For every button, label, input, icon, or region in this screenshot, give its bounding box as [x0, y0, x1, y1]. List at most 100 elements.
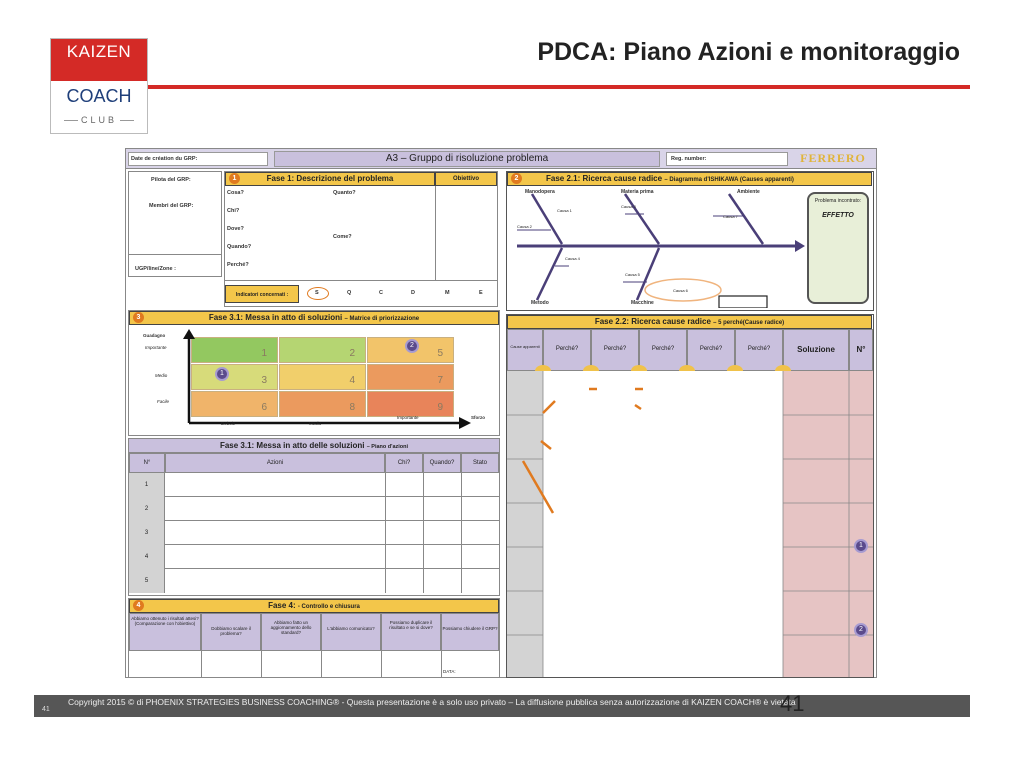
ind-e: E — [479, 290, 483, 296]
fase1-title: Fase 1: Descrizione del problema — [266, 174, 394, 183]
y-level-importante: Importante — [145, 345, 167, 350]
matrix-cell-number: 3 — [261, 375, 267, 386]
five-why-grid — [507, 365, 873, 677]
matrix-cell: 7 — [367, 364, 454, 390]
fase31-plan-subtitle: – Piano d'azioni — [366, 444, 409, 450]
fase4-col-standard: Abbiamo fatto un aggiornamento dello sta… — [261, 613, 321, 651]
fase21-number: 2 — [511, 173, 522, 184]
q-perche: Perché? — [227, 262, 249, 268]
col-numero: N° — [849, 329, 873, 371]
fase4-col-scalare: Dobbiamo scalare il problema? — [201, 613, 261, 651]
q-cosa: Cosa? — [227, 190, 244, 196]
plan-row-num: 4 — [129, 545, 165, 569]
matrix-marker-2: 2 — [405, 339, 419, 353]
title-underline — [148, 85, 970, 89]
fase4-header: 4 Fase 4: - Controllo e chiusura — [129, 599, 499, 613]
kaizen-coach-logo: KAIZEN COACH CLUB — [50, 38, 148, 134]
col-cause-apparenti: Cause apparenti — [507, 329, 543, 371]
matrix-cell: 9 — [367, 391, 454, 417]
date-label: Date de création du GRP: — [128, 152, 268, 166]
sheet-title: A3 – Gruppo di risoluzione problema — [274, 151, 660, 167]
y-level-medio: Medio — [155, 373, 168, 378]
table-row: 4 — [129, 545, 499, 569]
logo-coach-text: COACH — [66, 86, 132, 106]
q-quanto: Quanto? — [333, 190, 356, 196]
footer-bar: 41 Copyright 2015 © di PHOENIX STRATEGIE… — [34, 691, 970, 717]
fase22-box: Fase 2.2: Ricerca cause radice – 5 perch… — [506, 314, 874, 678]
y-level-facile: Facile — [157, 399, 170, 404]
matrix-cell: 6 — [191, 391, 278, 417]
matrix-axes — [183, 329, 471, 429]
matrix-cell-number: 2 — [349, 348, 355, 359]
page-number: 41 — [42, 706, 50, 713]
matrix-cell: 3 — [191, 364, 278, 390]
plan-col-azioni: Azioni — [165, 453, 385, 473]
fase1-number: 1 — [229, 173, 240, 184]
plan-row-num: 1 — [129, 473, 165, 497]
fase4-number: 4 — [133, 600, 144, 611]
q-come: Come? — [333, 234, 352, 240]
matrix-cell: 2 — [279, 337, 366, 363]
col-perche-2: Perché? — [591, 329, 639, 371]
cat-macchine: Macchine — [631, 300, 654, 306]
slide-title: PDCA: Piano Azioni e monitoraggio — [537, 38, 960, 66]
cat-metodo: Metodo — [531, 300, 549, 306]
fase4-date: DATA: — [443, 669, 456, 674]
x-level-importante: Importante — [397, 415, 419, 420]
membri-label: Membri del GRP: — [149, 203, 194, 209]
reg-number-label: Reg. number: — [666, 152, 788, 166]
indicatori-row: Indicatori concernati : S Q C D M E — [225, 280, 497, 306]
ind-q: Q — [347, 290, 352, 296]
q-dove: Dove? — [227, 226, 244, 232]
fase4-col-duplicare: Possiamo duplicare il risultato e se si … — [381, 613, 441, 651]
fase31-matrix-header: 3 Fase 3.1: Messa in atto di soluzioni –… — [129, 311, 499, 325]
fase4-subtitle: - Controllo e chiusura — [297, 604, 360, 610]
highlight-circle — [307, 287, 329, 300]
table-row: 5 — [129, 569, 499, 593]
cat-materia-prima: Materia prima — [621, 189, 654, 195]
matrix-cell-number: 8 — [349, 402, 355, 413]
fase22-header: Fase 2.2: Ricerca cause radice – 5 perch… — [507, 315, 872, 329]
table-row: 3 — [129, 521, 499, 545]
ind-d: D — [411, 290, 415, 296]
y-axis-label: Guadagno — [143, 333, 166, 338]
matrix-cell: 4 — [279, 364, 366, 390]
col-perche-1: Perché? — [543, 329, 591, 371]
fase4-col-chiudere: Possiamo chiudere il GRP? — [441, 613, 499, 651]
plan-col-chi: Chi? — [385, 453, 423, 473]
ugp-label: UGP/line/Zone : — [135, 266, 176, 272]
fase21-title: Fase 2.1: Ricerca cause radice — [546, 174, 663, 183]
matrix-cell-number: 4 — [349, 375, 355, 386]
cat-manodopera: Manodopera — [525, 189, 555, 195]
plan-row-num: 2 — [129, 497, 165, 521]
fase21-box: 2 Fase 2.1: Ricerca cause radice – Diagr… — [506, 171, 874, 311]
ind-s: S — [315, 290, 319, 296]
fase31-plan-header: Fase 3.1: Messa in atto delle soluzioni … — [129, 439, 499, 453]
causa-7: Causa 7 — [723, 214, 738, 219]
effetto-box: Problema incontrato: EFFETTO — [807, 192, 869, 304]
fase31-plan-title: Fase 3.1: Messa in atto delle soluzioni — [219, 441, 365, 450]
col-perche-5: Perché? — [735, 329, 783, 371]
matrix-cell-number: 7 — [437, 375, 443, 386]
fase4-col-risultati: Abbiamo ottenuto i risultati attesi?(Com… — [129, 613, 201, 651]
logo-club-text: CLUB — [51, 115, 147, 125]
fase31-matrix-title: Fase 3.1: Messa in atto di soluzioni — [208, 313, 343, 322]
causa-1: Causa 1 — [557, 208, 572, 213]
logo-kaizen-text: KAIZEN — [51, 39, 147, 81]
causa-3: Causa 3 — [621, 204, 636, 209]
causa-4: Causa 4 — [565, 256, 580, 261]
plan-rows: 1 2 3 4 5 — [129, 473, 499, 593]
fase31-matrix-box: 3 Fase 3.1: Messa in atto di soluzioni –… — [128, 310, 500, 436]
solution-marker-2: 2 — [854, 623, 868, 637]
fase4-box: 4 Fase 4: - Controllo e chiusura Abbiamo… — [128, 598, 500, 678]
cat-ambiente: Ambiente — [737, 189, 760, 195]
fase4-col-comunicato: L'abbiamo comunicato? — [321, 613, 381, 651]
plan-row-num: 5 — [129, 569, 165, 593]
q-chi: Chi? — [227, 208, 240, 214]
ind-m: M — [445, 290, 450, 296]
fase21-header: 2 Fase 2.1: Ricerca cause radice – Diagr… — [507, 172, 872, 186]
matrix-cell-number: 9 — [437, 402, 443, 413]
col-perche-4: Perché? — [687, 329, 735, 371]
causa-2: Causa 2 — [517, 224, 532, 229]
